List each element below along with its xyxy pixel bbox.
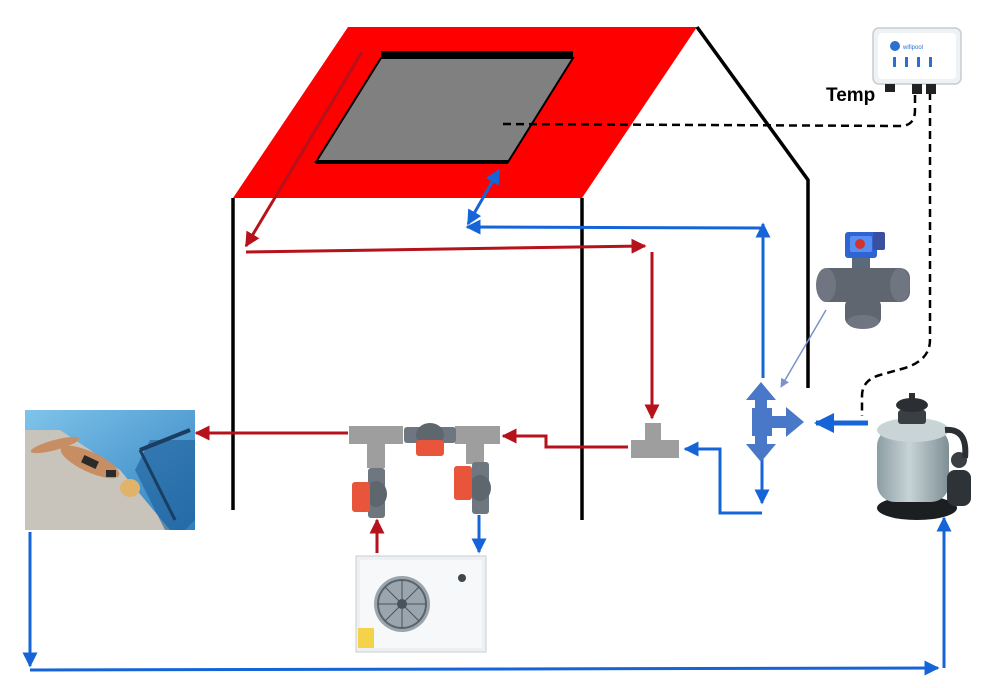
right-tee-stem xyxy=(466,444,484,464)
cold-flow-attic xyxy=(465,219,764,235)
temp-sensor-cable xyxy=(502,90,917,128)
right-tee-top xyxy=(455,426,500,444)
hot-flow xyxy=(194,51,660,553)
cold-flow-bypass xyxy=(683,441,762,515)
temp-label: Temp xyxy=(826,85,876,106)
three-way-valve-symbol xyxy=(746,382,804,462)
cold-flow-up-collector xyxy=(466,168,501,226)
heat-pump-icon xyxy=(355,555,487,653)
sand-filter-icon xyxy=(877,393,971,520)
valve-control-cable xyxy=(860,92,932,416)
pool-icon xyxy=(25,410,195,530)
hot-flow-to-tee xyxy=(501,428,628,449)
left-tee-top xyxy=(349,426,403,444)
roof-right-edge xyxy=(695,25,810,388)
controller-brand-text: wifipool xyxy=(902,45,923,51)
heatpump-supply-valve xyxy=(454,462,491,514)
left-tee-stem xyxy=(367,444,385,468)
return-tee xyxy=(631,423,679,458)
motor-valve-icon xyxy=(816,232,910,329)
hot-flow-roof-down xyxy=(244,51,364,248)
heatpump-return-valve xyxy=(352,468,387,518)
solar-collector xyxy=(314,51,575,164)
cold-flow xyxy=(22,168,952,676)
bypass-ball-valve xyxy=(404,423,456,456)
controller-icon: wifipool xyxy=(872,27,962,94)
cold-flow-bottom xyxy=(29,660,940,676)
temp-sensor-wiring xyxy=(502,90,932,416)
hot-flow-attic xyxy=(245,238,647,254)
motor-valve-pointer xyxy=(780,309,827,388)
bypass-manifold xyxy=(349,423,679,518)
